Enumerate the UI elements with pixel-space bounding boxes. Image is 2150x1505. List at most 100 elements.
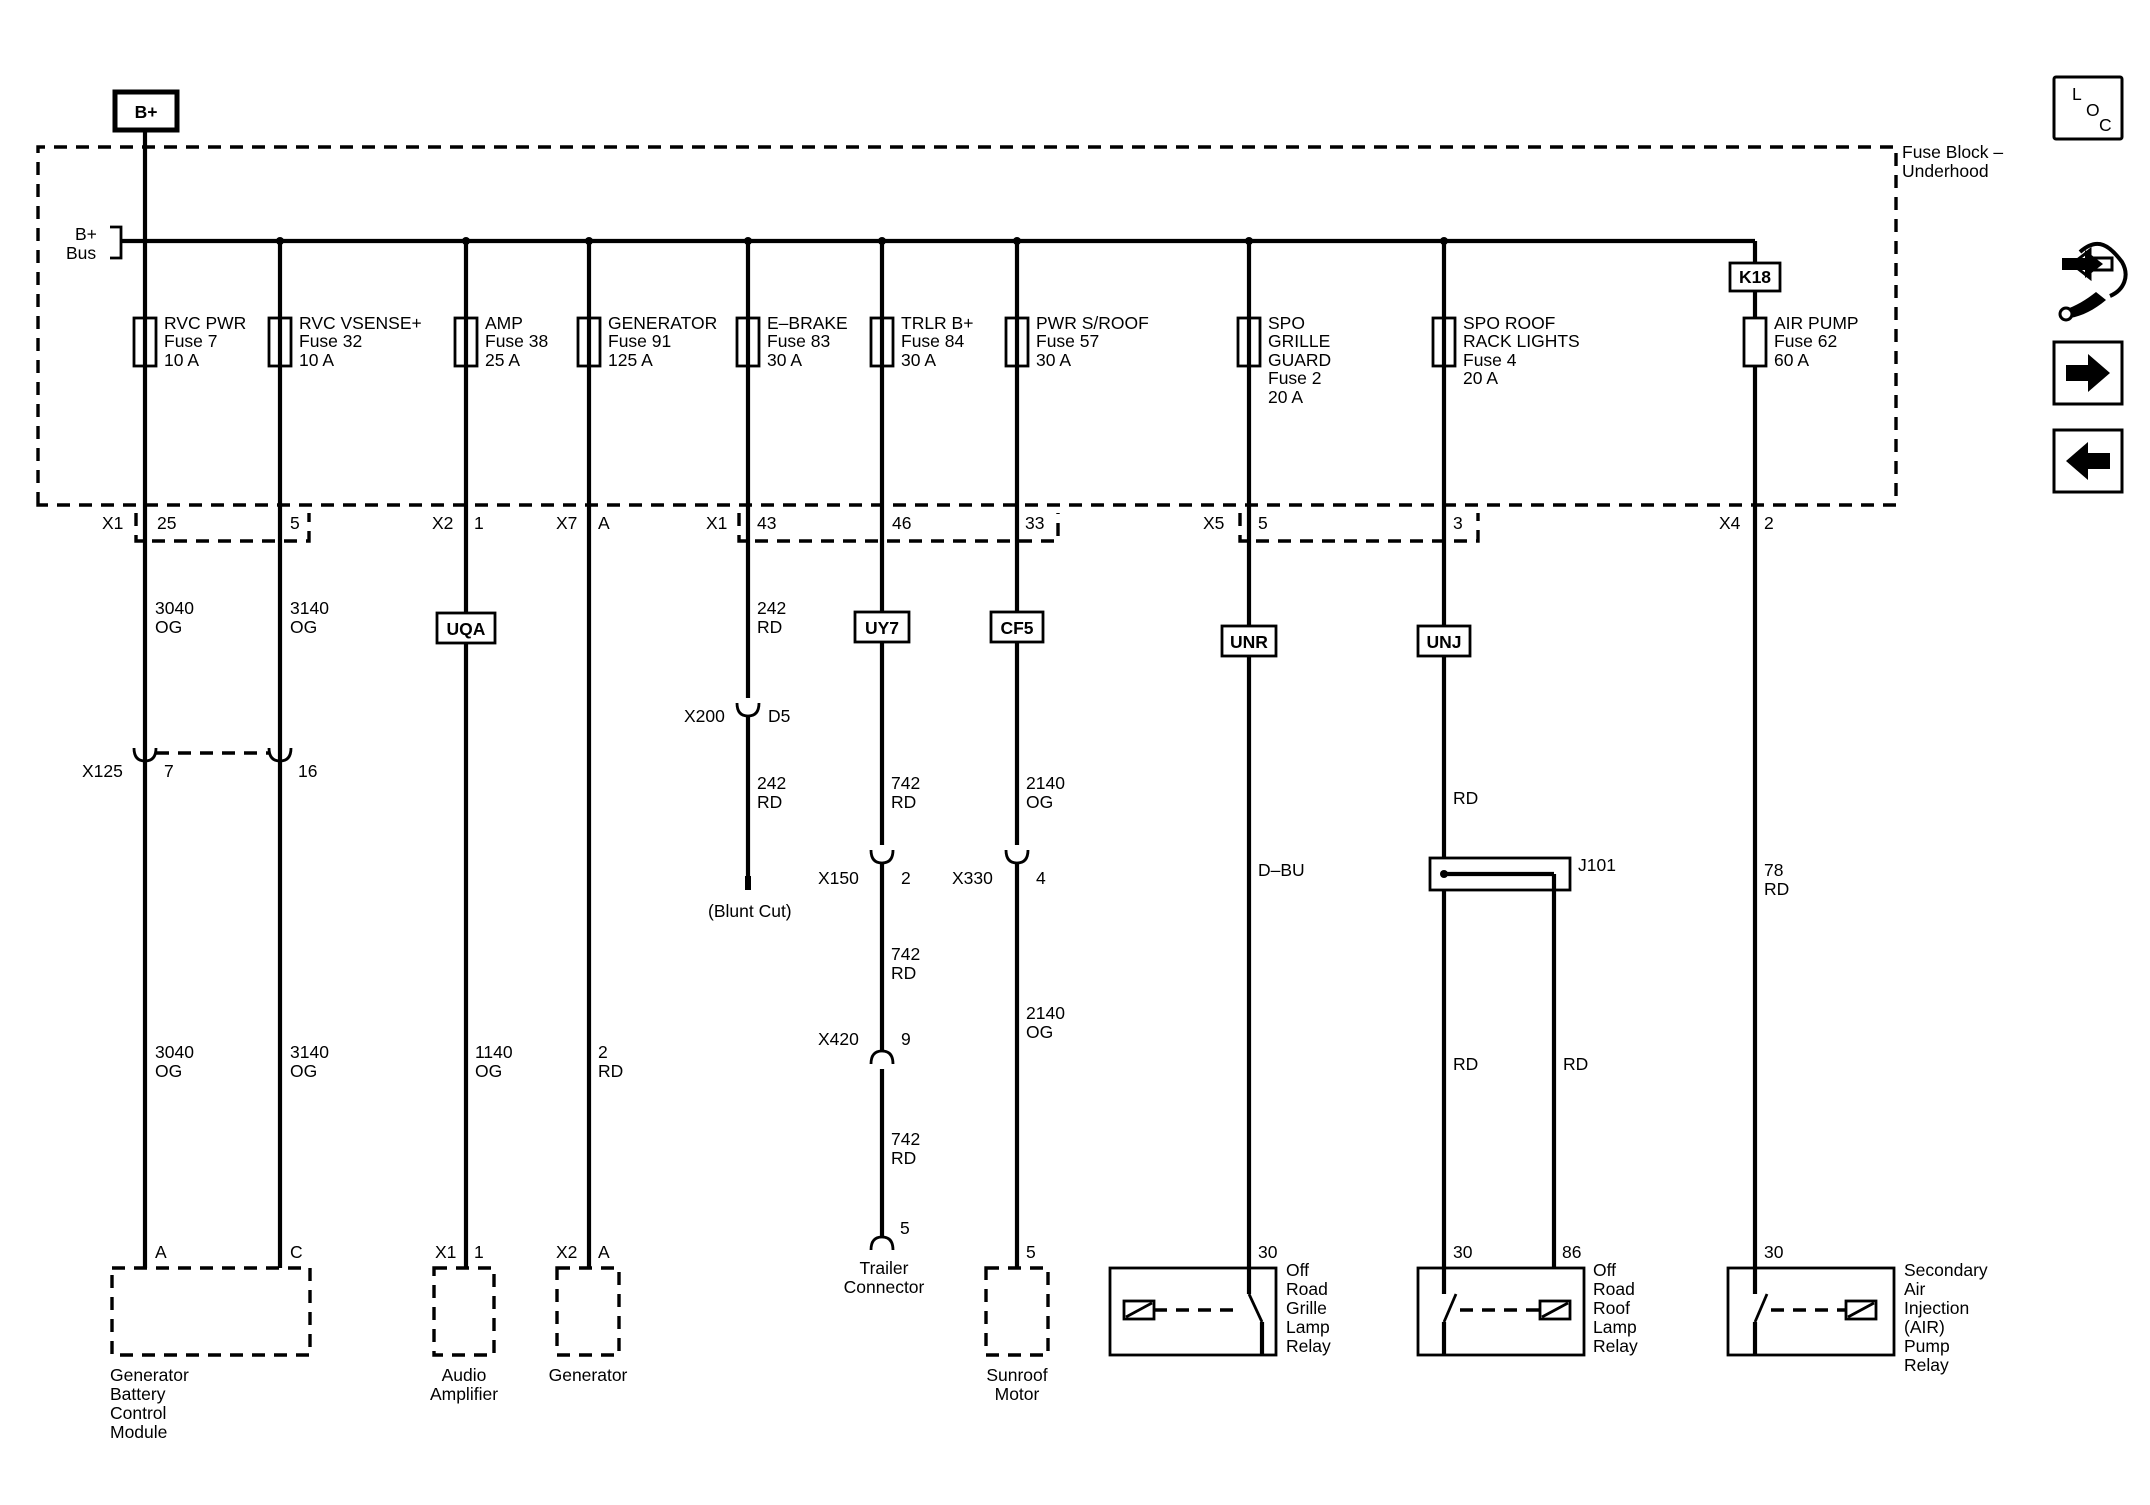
wire-color: RD — [757, 792, 782, 812]
fuse-block-underhood: Fuse Block – Underhood — [36, 142, 2003, 507]
fuse-name-2: GRILLE — [1268, 331, 1330, 351]
fuse-rating: 30 A — [901, 350, 936, 370]
component-outline — [110, 1266, 312, 1357]
component-name: Secondary — [1904, 1260, 1988, 1280]
wire-color: RD — [598, 1061, 623, 1081]
wire-labels: 3040 OG 3140 OG 242 RD 242 RD 742 RD 742… — [155, 598, 1789, 1168]
pin-label: C — [290, 1242, 303, 1262]
component-name: Relay — [1286, 1336, 1331, 1356]
pin-label: A — [155, 1242, 167, 1262]
b-plus-bus: B+ Bus — [66, 224, 1758, 263]
wire-number: 78 — [1764, 860, 1783, 880]
wire-color: OG — [290, 1061, 317, 1081]
component-name: Off — [1286, 1260, 1309, 1280]
component-outline — [984, 1266, 1050, 1357]
component-name: Grille — [1286, 1298, 1327, 1318]
wire-color: RD — [891, 1148, 916, 1168]
wire-number: 742 — [891, 1129, 920, 1149]
connector-x200: X200 D5 — [684, 702, 790, 726]
fuse-number: Fuse 7 — [164, 331, 218, 351]
option-code-uy7: UY7 — [865, 618, 899, 638]
connector-name: X150 — [818, 868, 859, 888]
component-name: Motor — [995, 1384, 1040, 1404]
connector-pin: 2 — [901, 868, 911, 888]
fuse-number: Fuse 32 — [299, 331, 362, 351]
connector-bracket — [134, 513, 311, 543]
option-code-boxes: UQA UY7 CF5 UNR UNJ — [435, 610, 1472, 658]
fuse-rvc-pwr: RVC PWR Fuse 7 10 A — [132, 313, 246, 370]
option-code-cf5: CF5 — [1000, 618, 1033, 638]
diagnostic-tool-button[interactable] — [2058, 241, 2128, 322]
secondary-air-injection-pump-relay: 30 Secondary Air Injection (AIR) Pump Re… — [1726, 1242, 1988, 1375]
pin-label: 30 — [1453, 1242, 1473, 1262]
connector-symbol — [267, 747, 293, 763]
previous-page-button[interactable] — [2052, 428, 2124, 494]
component-name: Generator — [549, 1365, 628, 1385]
location-button[interactable]: L O C — [2052, 75, 2124, 141]
option-code-box — [1220, 624, 1278, 658]
fuse-number: Fuse 83 — [767, 331, 830, 351]
next-arrow-icon — [2066, 354, 2110, 392]
component-name: Control — [110, 1403, 166, 1423]
fuse-name: AMP — [485, 313, 523, 333]
fuse-air-pump: K18 AIR PUMP Fuse 62 60 A — [1728, 261, 1859, 370]
fuse-rating: 125 A — [608, 350, 653, 370]
relay-switch — [1442, 1293, 1458, 1323]
fuse-trlr-b-plus: TRLR B+ Fuse 84 30 A — [869, 313, 973, 370]
component-name: Lamp — [1286, 1317, 1330, 1337]
fuse-name-2: RACK LIGHTS — [1463, 331, 1580, 351]
wire-color: RD — [1764, 879, 1789, 899]
relay-coil-mark — [1847, 1301, 1875, 1319]
pin-label: 46 — [892, 513, 911, 533]
connector-symbol — [869, 849, 895, 865]
fuse-name: SPO ROOF — [1463, 313, 1555, 333]
component-name: Road — [1593, 1279, 1635, 1299]
b-plus-label: B+ — [135, 102, 158, 122]
wire-number: 742 — [891, 944, 920, 964]
component-name: Relay — [1593, 1336, 1638, 1356]
wire-color: RD — [1453, 788, 1478, 808]
connector-pin: 16 — [298, 761, 317, 781]
fuse-number: Fuse 91 — [608, 331, 671, 351]
option-code-box — [989, 610, 1045, 644]
fuse-rating: 20 A — [1463, 368, 1498, 388]
connector-label: X4 — [1719, 513, 1741, 533]
component-name: Amplifier — [430, 1384, 498, 1404]
component-name: Audio — [442, 1365, 487, 1385]
loc-letter-c: C — [2099, 115, 2112, 135]
pin-label: 5 — [1026, 1242, 1036, 1262]
blunt-cut-label: (Blunt Cut) — [708, 901, 792, 921]
connector-pin: 9 — [901, 1029, 911, 1049]
connector-pin: 4 — [1036, 868, 1046, 888]
connector-symbol — [1004, 849, 1030, 865]
fuse-rating: 10 A — [299, 350, 334, 370]
pin-label: 86 — [1562, 1242, 1581, 1262]
location-button-frame[interactable] — [2052, 75, 2124, 141]
relay-switch — [1247, 1293, 1264, 1323]
option-code-uqa: UQA — [447, 619, 486, 639]
connector-name: X200 — [684, 706, 725, 726]
component-name: Lamp — [1593, 1317, 1637, 1337]
fuse-block-label-2: Underhood — [1902, 161, 1989, 181]
connector-label: X5 — [1203, 513, 1224, 533]
next-page-button[interactable] — [2052, 340, 2124, 406]
wire-color: RD — [1563, 1054, 1588, 1074]
wire-color: RD — [891, 792, 916, 812]
wire-color: RD — [757, 617, 782, 637]
pin-label: 3 — [1453, 513, 1463, 533]
component-name: Connector — [844, 1277, 925, 1297]
connector-label: X1 — [435, 1242, 456, 1262]
connector-name: X420 — [818, 1029, 859, 1049]
wire-color: D–BU — [1258, 860, 1305, 880]
fuse-number: Fuse 38 — [485, 331, 548, 351]
fuse-number: Fuse 62 — [1774, 331, 1837, 351]
wire-number: 242 — [757, 598, 786, 618]
connector-name: X330 — [952, 868, 993, 888]
wire-number: 742 — [891, 773, 920, 793]
fuse-name-3: GUARD — [1268, 350, 1331, 370]
connector-symbol — [735, 702, 761, 718]
connector-x125: X125 7 16 — [82, 747, 317, 781]
pin-label: 5 — [900, 1218, 910, 1238]
splice-j101: J101 — [1428, 855, 1616, 1268]
fuse-name: E–BRAKE — [767, 313, 848, 333]
